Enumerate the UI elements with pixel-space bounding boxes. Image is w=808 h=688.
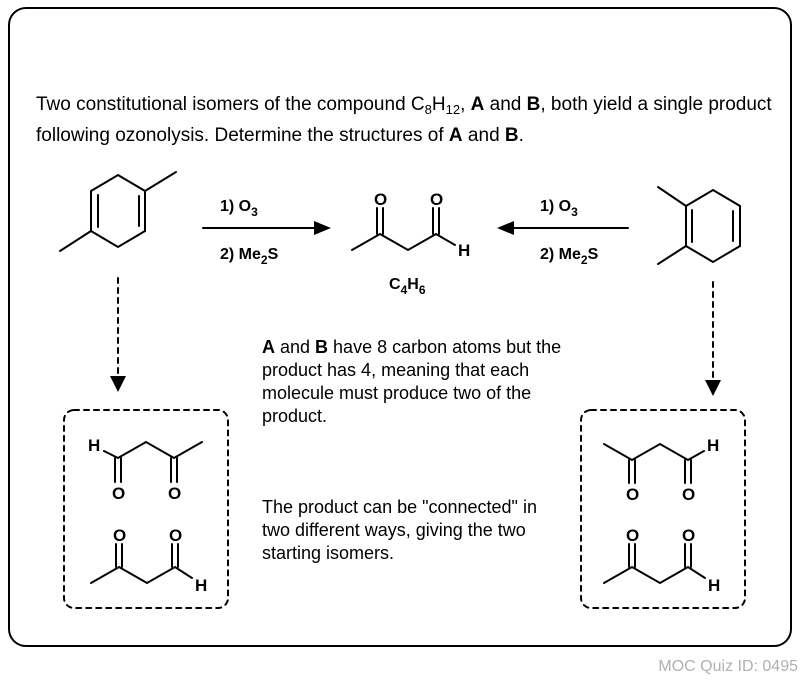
box-b-mol1-oxygen-2: O [682,485,695,504]
box-a-mol2-oxygen-2: O [169,526,182,545]
box-a-mol1-hydrogen: H [88,436,100,455]
product-oxygen-1: O [374,190,387,209]
quiz-id-footer: MOC Quiz ID: 0495 [658,658,798,675]
product-oxygen-2: O [430,190,443,209]
explanation-paragraph-1: A and B have 8 carbon atoms but the prod… [262,337,562,426]
product-hydrogen: H [458,241,470,260]
product-formula: C4H6 [389,276,426,297]
left-reagent-step2: 2) Me2S [220,246,279,267]
right-reagent-step2: 2) Me2S [540,246,599,267]
box-b-mol2-oxygen-2: O [682,526,695,545]
central-product [351,207,456,252]
left-reagent-step1: 1) O3 [220,198,258,219]
right-reagent-step1: 1) O3 [540,198,578,219]
explanation-paragraph-2: The product can be "connected" in two di… [262,497,537,563]
box-a-mol2-hydrogen: H [195,576,207,595]
box-a-mol2-oxygen-1: O [113,526,126,545]
box-a-mol1-oxygen-2: O [168,484,181,503]
box-b-mol2-oxygen-1: O [626,526,639,545]
box-b-mol1-oxygen-1: O [626,485,639,504]
starting-material-a [59,171,177,252]
box-b-mol1-hydrogen: H [707,436,719,455]
box-a-mol1-oxygen-1: O [112,484,125,503]
box-b-mol2-hydrogen: H [708,576,720,595]
question-text: Two constitutional isomers of the compou… [36,94,772,146]
starting-material-b [657,186,741,265]
quiz-frame [8,7,792,647]
